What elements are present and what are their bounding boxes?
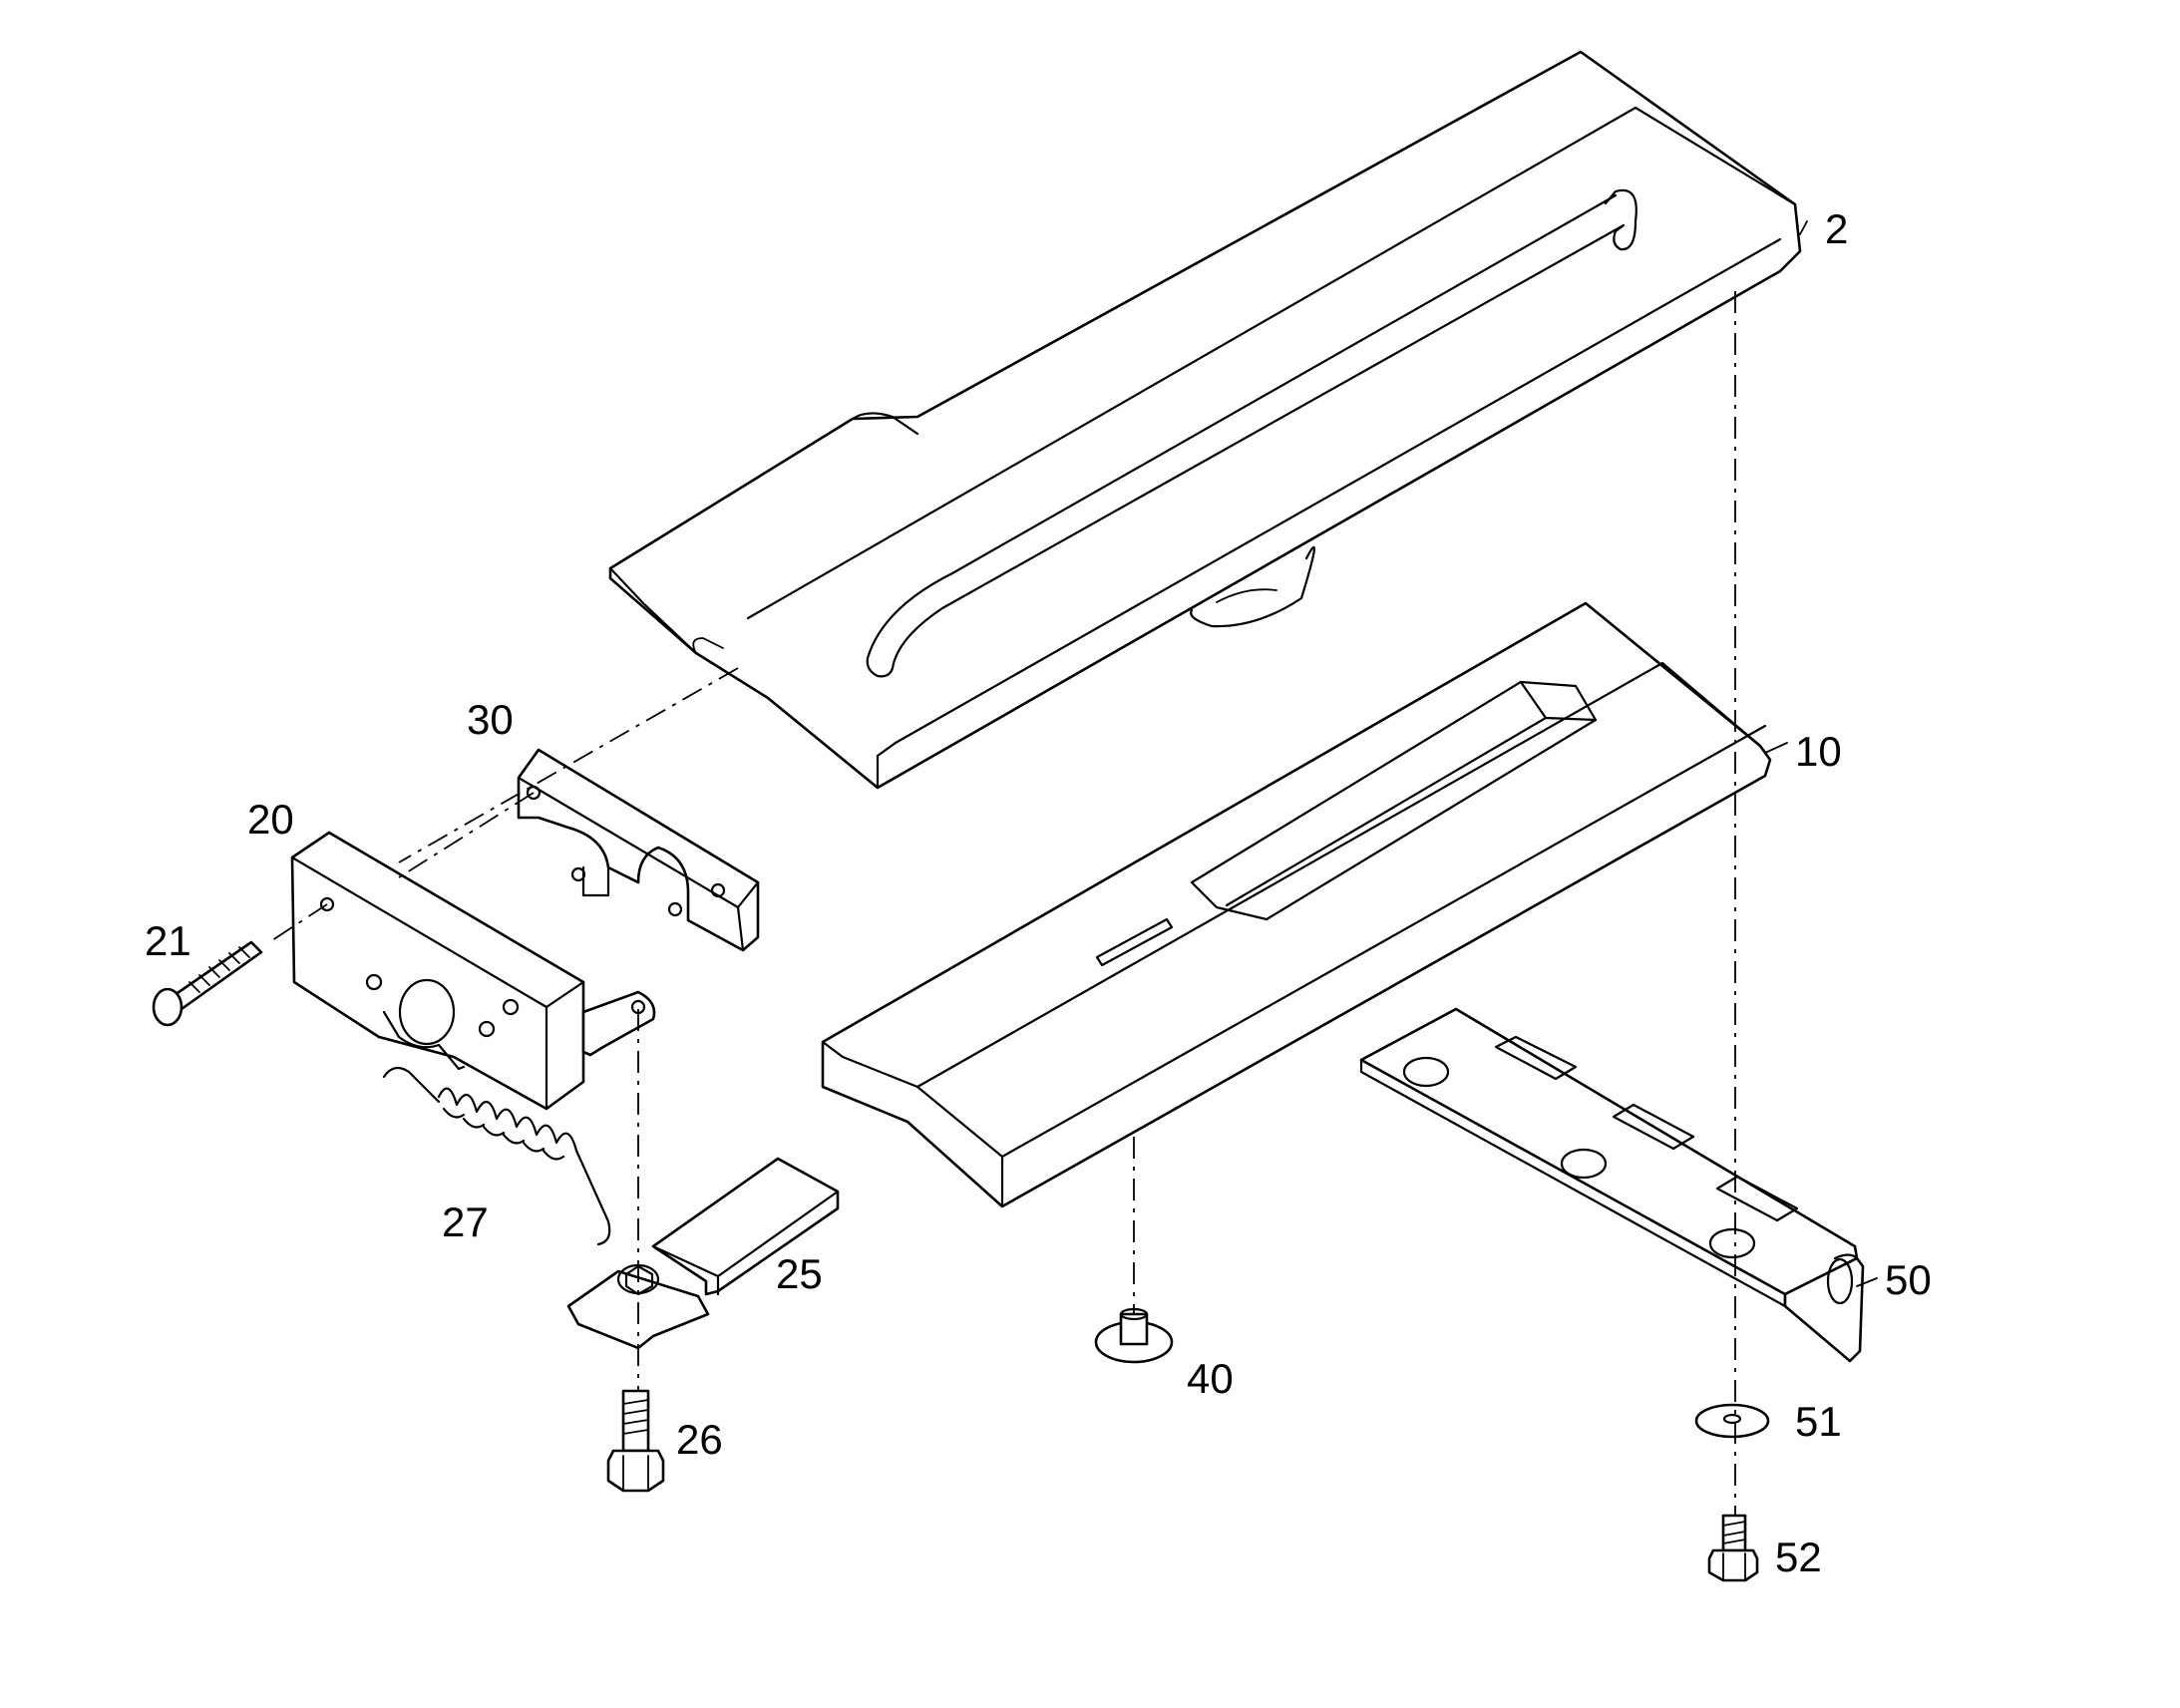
callout-25: 25 [776, 1250, 823, 1297]
part-21-screw [152, 940, 263, 1027]
part-26-bolt [606, 1389, 665, 1493]
part-10-plate [821, 601, 1772, 1208]
callout-21: 21 [145, 917, 191, 964]
part-50-hinge-strip [1359, 1007, 1865, 1363]
part-40-pin [1094, 1307, 1174, 1364]
assembly-centerlines [268, 291, 1736, 1516]
part-27-spring [382, 1066, 611, 1246]
callout-50: 50 [1885, 1256, 1932, 1303]
callout-2: 2 [1825, 205, 1848, 252]
callout-27: 27 [442, 1198, 489, 1245]
callout-10: 10 [1795, 728, 1842, 775]
part-20-block [290, 831, 656, 1111]
callout-51: 51 [1795, 1398, 1842, 1445]
callout-52: 52 [1775, 1534, 1822, 1580]
callout-labels: 2 10 20 21 25 26 27 30 40 50 51 52 [145, 205, 1932, 1580]
part-52-screw [1707, 1514, 1759, 1582]
part-30-bracket [517, 748, 760, 952]
callout-40: 40 [1187, 1355, 1234, 1402]
callout-leaders [1764, 220, 1878, 1287]
part-2-cover [608, 50, 1802, 790]
callout-26: 26 [676, 1416, 723, 1463]
callout-30: 30 [467, 696, 514, 743]
callout-20: 20 [247, 796, 294, 843]
part-51-washer [1694, 1403, 1770, 1439]
